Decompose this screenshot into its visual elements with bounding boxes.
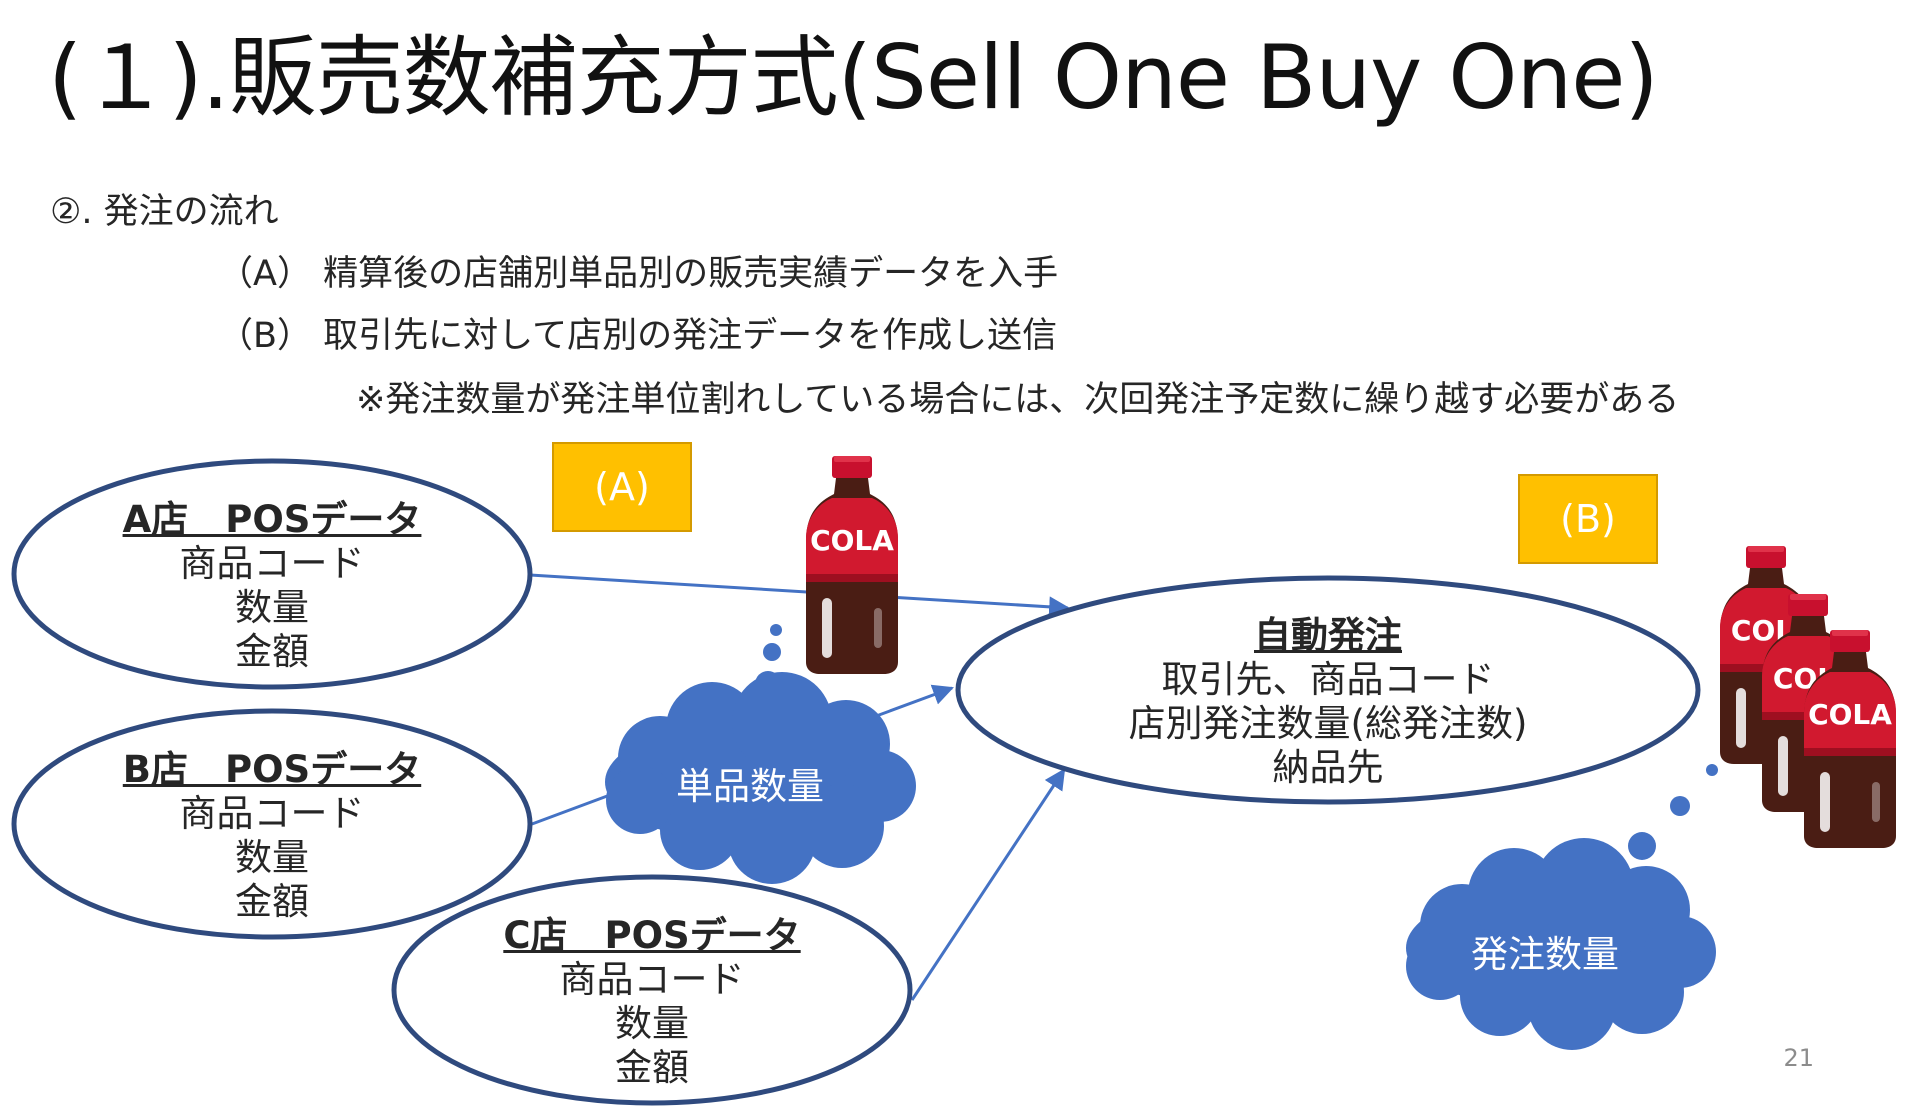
auto-order-title: 自動発注	[1254, 614, 1402, 657]
arrow-c-to-order	[910, 768, 1066, 1001]
order-qty-label: 発注数量	[1471, 933, 1619, 976]
auto-order-line: 納品先	[1272, 746, 1384, 789]
store-b-line: 金額	[235, 880, 309, 923]
cola-bottle-icon: COLA	[1804, 630, 1896, 848]
step-a-text: （A） 精算後の店舗別単品別の販売実績データを入手	[218, 254, 1059, 294]
store-c-line: 商品コード	[559, 958, 745, 1001]
step-b-text: （B） 取引先に対して店別の発注データを作成し送信	[218, 316, 1058, 356]
store-b-line: 商品コード	[179, 792, 365, 835]
thought-dot	[1628, 832, 1656, 860]
note-text: ※発注数量が発注単位割れしている場合には、次回発注予定数に繰り越す必要がある	[356, 380, 1680, 420]
store-b-node: B店 POSデータ 商品コード 数量 金額	[72, 748, 472, 924]
store-c-node: C店 POSデータ 商品コード 数量 金額	[452, 914, 852, 1090]
thought-dot	[770, 624, 782, 636]
store-b-line: 数量	[235, 836, 309, 879]
page-number: 21	[1783, 1044, 1814, 1072]
store-c-title: C店 POSデータ	[503, 914, 801, 957]
order-qty-cloud	[1406, 838, 1716, 1050]
arrow-a-to-order	[529, 573, 1071, 618]
store-b-title: B店 POSデータ	[122, 748, 422, 791]
store-a-node: A店 POSデータ 商品コード 数量 金額	[72, 498, 472, 674]
store-a-line: 金額	[235, 630, 309, 673]
store-a-title: A店 POSデータ	[122, 498, 422, 541]
thought-dot	[1670, 796, 1690, 816]
unit-qty-label: 単品数量	[676, 765, 824, 808]
thought-dot	[1706, 764, 1718, 776]
auto-order-node: 自動発注 取引先、商品コード 店別発注数量(総発注数) 納品先	[1068, 614, 1588, 790]
tag-a: (A)	[552, 442, 692, 532]
unit-qty-cloud	[605, 672, 916, 884]
tag-b: (B)	[1518, 474, 1658, 564]
arrow-b-to-cloud	[531, 790, 619, 826]
auto-order-ellipse	[955, 575, 1701, 805]
store-b-ellipse	[11, 708, 533, 940]
svg-text:COLA: COLA	[1808, 698, 1892, 731]
auto-order-line: 店別発注数量(総発注数)	[1128, 702, 1528, 745]
store-c-line: 数量	[615, 1002, 689, 1045]
slide-title: (１).販売数補充方式(Sell One Buy One)	[48, 26, 1659, 129]
store-c-line: 金額	[615, 1046, 689, 1089]
flow-heading: ②. 発注の流れ	[50, 192, 279, 232]
store-c-ellipse	[391, 874, 913, 1106]
auto-order-line: 取引先、商品コード	[1161, 658, 1495, 701]
store-a-ellipse	[11, 458, 533, 690]
svg-text:COLA: COLA	[810, 524, 894, 557]
store-a-line: 数量	[235, 586, 309, 629]
thought-dot	[763, 643, 781, 661]
cola-bottle-icon: COLA	[806, 456, 898, 674]
store-a-line: 商品コード	[179, 542, 365, 585]
